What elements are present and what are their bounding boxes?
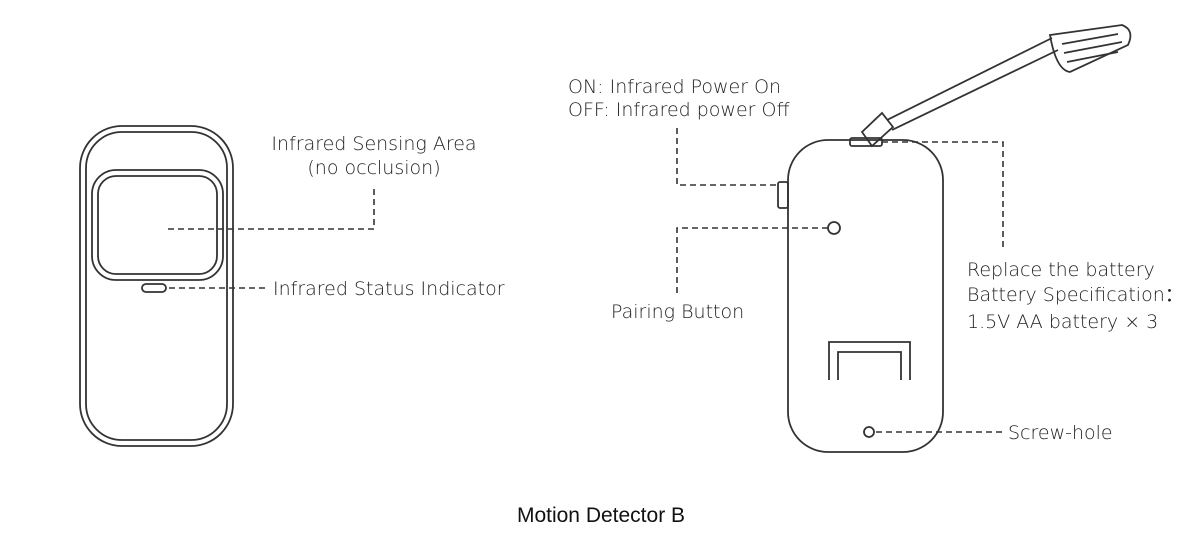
figure-caption: Motion Detector B (517, 504, 685, 527)
power-switch-leader (676, 128, 778, 186)
back-view-device (777, 137, 944, 453)
sensing-window-outer (91, 169, 224, 281)
status-indicator-label: Infrared Status Indicator (273, 278, 505, 300)
battery-label-line1: Replace the battery (967, 259, 1155, 281)
front-body-outer (79, 125, 234, 447)
sensing-area-leader (168, 185, 375, 230)
sensing-area-label-line2: (no occlusion) (307, 157, 440, 179)
sensing-window-inner (97, 175, 218, 275)
status-indicator-led (141, 283, 167, 293)
power-off-label: OFF: Infrared power Off (568, 99, 790, 121)
battery-label-line2: Battery Specification： (967, 284, 1184, 306)
screwdriver-icon (860, 24, 1132, 148)
pairing-button-leader (676, 227, 828, 296)
battery-label-line3: 1.5V AA battery × 3 (967, 311, 1158, 333)
back-body (787, 139, 944, 453)
hanging-bracket (828, 341, 911, 380)
sensing-area-label-line1: Infrared Sensing Area (271, 133, 476, 155)
front-body-inner (85, 131, 228, 441)
power-on-label: ON: Infrared Power On (568, 76, 781, 98)
front-view-device (79, 125, 234, 447)
screw-hole (863, 426, 875, 438)
pairing-button (827, 221, 841, 235)
screw-hole-label: Screw-hole (1008, 422, 1113, 444)
battery-leader (882, 141, 1004, 248)
power-switch (777, 181, 789, 209)
pairing-button-label: Pairing Button (611, 301, 744, 323)
